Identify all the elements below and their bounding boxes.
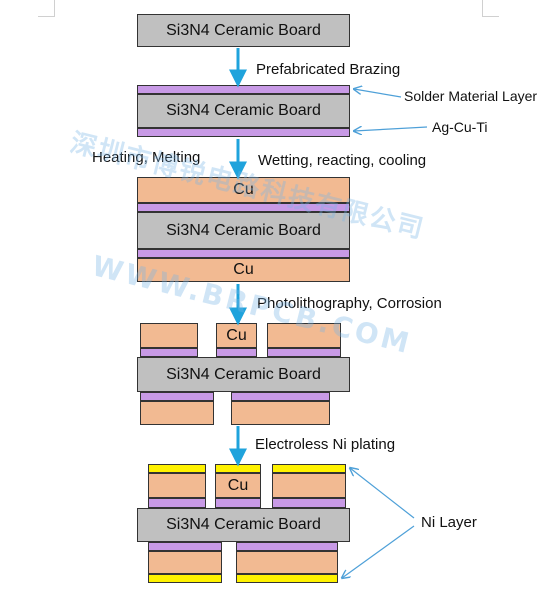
nickel-layer — [215, 464, 261, 473]
corner-mark-left — [38, 0, 55, 17]
solder-pad — [236, 542, 338, 551]
nickel-layer — [148, 574, 222, 583]
copper-pad — [231, 401, 330, 425]
nickel-layer — [148, 464, 206, 473]
copper-pad — [267, 323, 341, 348]
solder-pad — [272, 498, 346, 508]
solder-layer-bottom — [137, 249, 350, 258]
copper-layer-top: Cu — [137, 177, 350, 203]
solder-layer-top — [137, 85, 350, 94]
corner-mark-right — [482, 0, 499, 17]
ceramic-board-label: Si3N4 Ceramic Board — [166, 221, 321, 239]
annotation-ni-layer: Ni Layer — [421, 514, 477, 531]
ceramic-board: Si3N4 Ceramic Board — [137, 357, 350, 392]
pointer-ni-top — [350, 468, 415, 519]
solder-pad — [231, 392, 330, 401]
copper-pad — [148, 551, 222, 574]
solder-pad — [267, 348, 341, 357]
ceramic-board-label: Si3N4 Ceramic Board — [166, 365, 321, 383]
copper-pad: Cu — [215, 473, 261, 498]
step-wetting-reacting-cooling: Wetting, reacting, cooling — [258, 152, 427, 169]
copper-pad — [236, 551, 338, 574]
copper-pad — [148, 473, 206, 498]
ceramic-board: Si3N4 Ceramic Board — [137, 212, 350, 249]
copper-label: Cu — [227, 476, 249, 494]
ceramic-board: Si3N4 Ceramic Board — [137, 14, 350, 47]
copper-label: Cu — [233, 261, 254, 278]
annotation-solder-material-layer: Solder Material Layer — [404, 88, 538, 104]
solder-pad — [216, 348, 257, 357]
copper-pad — [140, 323, 198, 348]
copper-layer-bottom: Cu — [137, 258, 350, 282]
ceramic-board-label: Si3N4 Ceramic Board — [166, 516, 321, 533]
pointer-ag-cu-ti — [354, 127, 428, 131]
solder-pad — [215, 498, 261, 508]
annotation-ag-cu-ti: Ag-Cu-Ti — [432, 119, 488, 135]
pointer-ni-bottom — [342, 525, 415, 578]
ceramic-board-label: Si3N4 Ceramic Board — [166, 102, 321, 119]
copper-label: Cu — [226, 326, 247, 344]
copper-pad: Cu — [216, 323, 257, 348]
ceramic-board-label: Si3N4 Ceramic Board — [166, 21, 321, 39]
ceramic-board: Si3N4 Ceramic Board — [137, 508, 350, 542]
copper-pad — [272, 473, 346, 498]
solder-pad — [148, 542, 222, 551]
step-electroless-ni-plating: Electroless Ni plating — [255, 436, 396, 453]
solder-pad — [148, 498, 206, 508]
solder-layer-top — [137, 203, 350, 212]
copper-pad — [140, 401, 214, 425]
ceramic-board: Si3N4 Ceramic Board — [137, 94, 350, 128]
nickel-layer — [236, 574, 338, 583]
pointer-solder-layer — [354, 89, 402, 98]
solder-pad — [140, 392, 214, 401]
step-photolithography-corrosion: Photolithography, Corrosion — [257, 295, 442, 312]
solder-pad — [140, 348, 198, 357]
step-heating-melting: Heating, Melting — [92, 149, 201, 166]
nickel-layer — [272, 464, 346, 473]
step-prefabricated-brazing: Prefabricated Brazing — [256, 61, 401, 78]
copper-label: Cu — [233, 181, 254, 198]
solder-layer-bottom — [137, 128, 350, 137]
